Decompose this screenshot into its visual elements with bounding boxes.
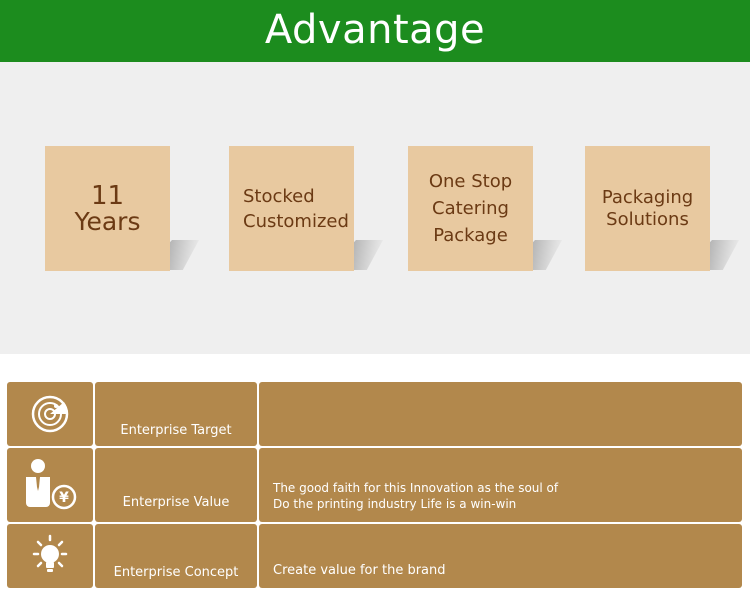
row-label: Enterprise Concept — [113, 565, 239, 580]
lightbulb-icon — [32, 534, 68, 572]
row-icon-cell: ¥ — [7, 448, 93, 522]
card-face: 11 Years — [45, 146, 170, 271]
card-face: Packaging Solutions — [585, 146, 710, 271]
svg-text:¥: ¥ — [59, 490, 69, 506]
card-line: Years — [74, 206, 141, 236]
advantage-card-stocked: Stocked Customized — [229, 146, 383, 272]
row-icon-cell — [7, 382, 93, 446]
advantage-card-years: 11 Years — [45, 146, 199, 272]
card-line: Stocked — [243, 185, 315, 207]
row-label-cell: Enterprise Concept — [95, 524, 257, 588]
row-description-cell — [259, 382, 742, 446]
advantage-panel: 11 Years Stocked Customized One Stop Cat… — [0, 62, 750, 354]
card-line: Package — [433, 225, 508, 246]
card-line: Packaging — [601, 186, 694, 208]
row-description-line: Create value for the brand — [273, 563, 446, 578]
enterprise-row-value: ¥ Enterprise Value The good faith for th… — [7, 448, 742, 522]
row-description-cell: The good faith for this Innovation as th… — [259, 448, 742, 522]
card-face: Stocked Customized — [229, 146, 354, 271]
enterprise-row-concept: Enterprise Concept Create value for the … — [7, 524, 742, 588]
card-face: One Stop Catering Package — [408, 146, 533, 271]
person-yen-icon: ¥ — [26, 459, 77, 510]
target-radar-icon — [31, 395, 69, 433]
page-title: Advantage — [264, 7, 486, 53]
row-label: Enterprise Target — [120, 423, 232, 438]
row-description-line: Do the printing industry Life is a win-w… — [273, 497, 517, 511]
row-label-cell: Enterprise Value — [95, 448, 257, 522]
card-line: Catering — [432, 198, 509, 219]
row-icon-cell — [7, 524, 93, 588]
row-description-line: The good faith for this Innovation as th… — [273, 481, 559, 495]
card-line: One Stop — [428, 171, 513, 192]
advantage-card-catering: One Stop Catering Package — [408, 146, 562, 272]
enterprise-row-target: Enterprise Target — [7, 382, 742, 446]
row-description-cell: Create value for the brand — [259, 524, 742, 588]
card-line: 11 — [90, 180, 125, 211]
card-line: Customized — [243, 210, 349, 232]
card-line: Solutions — [606, 208, 689, 230]
row-label: Enterprise Value — [122, 495, 230, 510]
row-label-cell: Enterprise Target — [95, 382, 257, 446]
header-banner: Advantage — [0, 0, 750, 62]
advantage-card-packaging: Packaging Solutions — [585, 146, 739, 272]
